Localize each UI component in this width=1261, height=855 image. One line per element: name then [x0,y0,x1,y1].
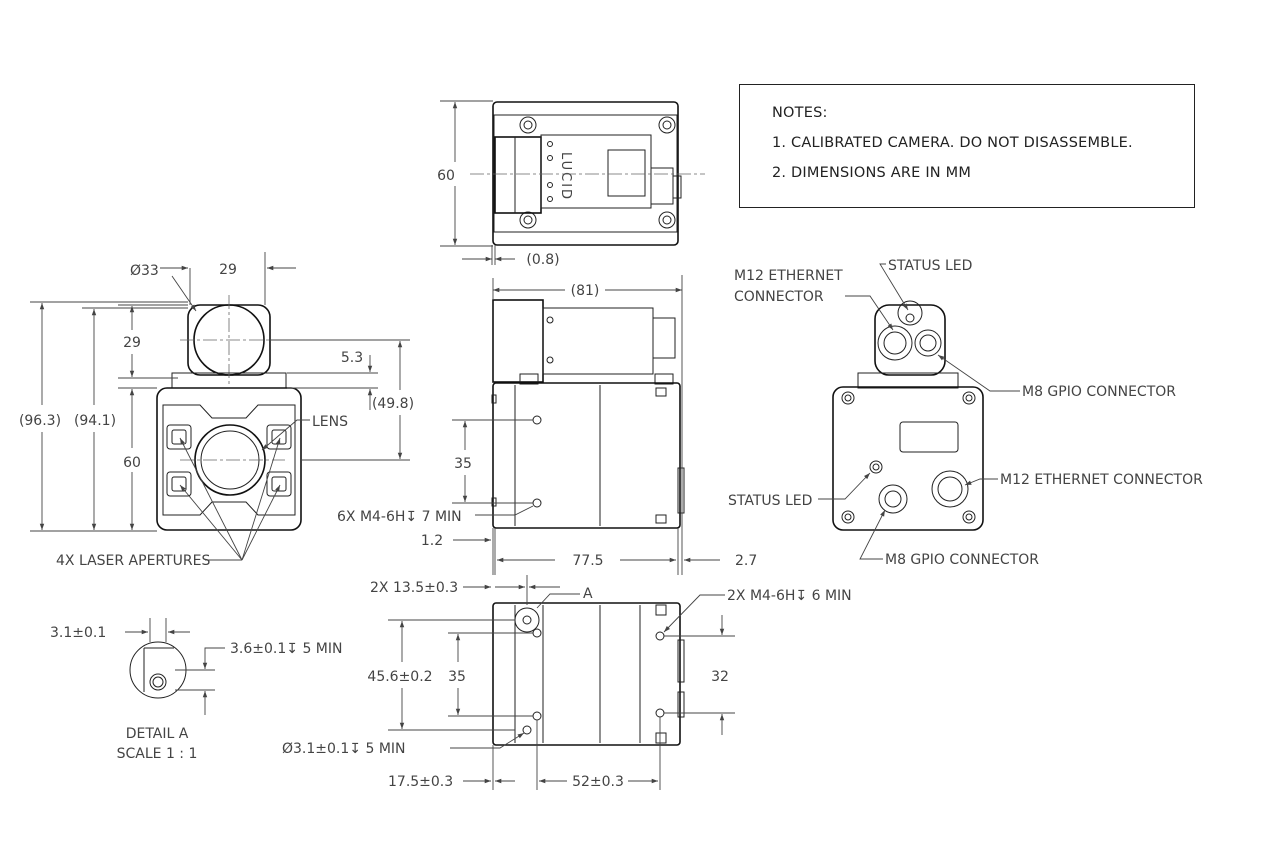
detail-title: DETAIL A [126,726,189,742]
dim-front-total-1: (96.3) [19,413,61,429]
label-m12-top-1: M12 ETHERNET [734,268,843,284]
bottom-view: 2X 13.5±0.3 A 2X M4-6H↧ 6 MIN 45.6±0.2 3… [282,575,852,790]
dim-side-body-length: 77.5 [572,553,603,569]
dim-bottom-pin: Ø3.1±0.1↧ 5 MIN [282,741,406,757]
dim-bottom-holes: 2X M4-6H↧ 6 MIN [727,588,852,604]
front-view: Ø33 29 29 5.3 (49.8) (96.3) (94.1) [19,252,414,569]
detail-scale: SCALE 1 : 1 [117,746,198,762]
dim-front-lens-height: 29 [123,335,141,351]
rear-view: M12 ETHERNET CONNECTOR STATUS LED M8 GPI… [728,258,1203,568]
lucid-logo: LUCID [558,152,573,201]
label-m8-back: M8 GPIO CONNECTOR [885,552,1039,568]
label-lens: LENS [312,414,348,430]
dim-top-offset: (0.8) [526,252,559,268]
dim-side-left-offset: 1.2 [421,533,443,549]
label-m12-top-2: CONNECTOR [734,289,824,305]
dim-side-holes: 6X M4-6H↧ 7 MIN [337,509,462,525]
dim-front-lens-width: 29 [219,262,237,278]
notes-title: NOTES: [772,105,828,121]
dim-front-center-height: (49.8) [372,396,414,412]
detail-ref-a: A [583,586,593,602]
dim-front-offset: 5.3 [341,350,363,366]
dim-bottom-left-offset: 17.5±0.3 [388,774,453,790]
label-laser-apertures: 4X LASER APERTURES [56,553,211,569]
dim-detail-width: 3.1±0.1 [50,625,106,641]
note-item-1: 1. CALIBRATED CAMERA. DO NOT DISASSEMBLE… [772,135,1133,151]
dim-detail-depth: 3.6±0.1↧ 5 MIN [230,641,342,657]
dim-top-height: 60 [437,168,455,184]
dim-bottom-spacing: 52±0.3 [572,774,624,790]
label-m8-top: M8 GPIO CONNECTOR [1022,384,1176,400]
notes-box: NOTES: 1. CALIBRATED CAMERA. DO NOT DISA… [739,84,1195,208]
dim-front-total-2: (94.1) [74,413,116,429]
top-view: LUCID 60 (0.8) [437,100,705,268]
dim-front-lens-dia: Ø33 [130,263,159,279]
label-m12-back: M12 ETHERNET CONNECTOR [1000,472,1203,488]
dim-bottom-offset-x: 2X 13.5±0.3 [370,580,458,596]
dim-side-length: (81) [571,283,600,299]
detail-a: 3.1±0.1 3.6±0.1↧ 5 MIN DETAIL A SCALE 1 … [50,618,342,762]
label-status-back: STATUS LED [728,493,812,509]
dim-side-right-offset: 2.7 [735,553,757,569]
dim-bottom-height-1: 45.6±0.2 [367,669,432,685]
dim-bottom-height-3: 32 [711,669,729,685]
dim-bottom-height-2: 35 [448,669,466,685]
side-view: (81) 35 6X M4-6H↧ 7 MIN 1.2 77.5 2.7 [337,275,757,575]
dim-side-body-height: 35 [454,456,472,472]
label-status-top: STATUS LED [888,258,972,274]
dim-front-body-height: 60 [123,455,141,471]
note-item-2: 2. DIMENSIONS ARE IN MM [772,165,972,181]
